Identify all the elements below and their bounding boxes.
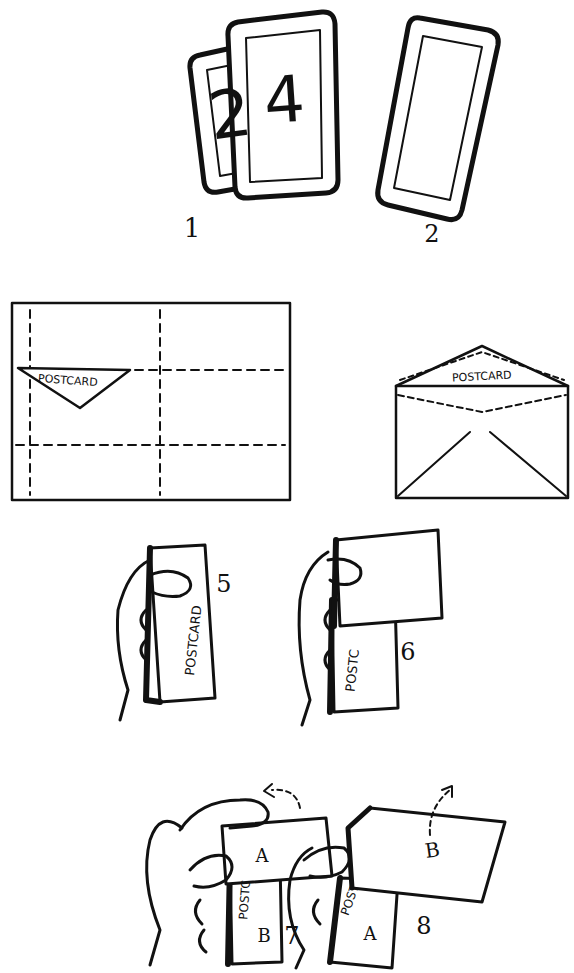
- unfolded-sheet: [12, 303, 290, 500]
- card-numeral: 2: [205, 79, 256, 150]
- figure-number: 6: [400, 640, 415, 664]
- figure-number: 1: [184, 215, 201, 241]
- card-letter: A: [364, 925, 377, 943]
- card-letter: B: [257, 927, 270, 945]
- card-text: POSTC: [238, 880, 253, 920]
- card-text: POSTCARD: [452, 369, 512, 383]
- figure-number: 7: [284, 924, 299, 948]
- card-text: POSTCARD: [38, 372, 98, 387]
- envelope: [396, 346, 568, 498]
- figure-number: 5: [216, 572, 231, 596]
- hand-with-cards: [289, 786, 505, 968]
- card-letter: A: [256, 847, 269, 865]
- figure-number: 8: [416, 914, 431, 938]
- card-numeral: 4: [261, 67, 306, 134]
- hand-with-cards: [147, 784, 332, 965]
- blank-card: [378, 18, 499, 220]
- card-text: POSTC: [343, 648, 360, 692]
- figure-number: 2: [424, 222, 439, 246]
- playing-cards: [190, 12, 338, 198]
- hand-with-card: [117, 545, 215, 720]
- hand-with-cards: [299, 530, 442, 725]
- card-letter: B: [423, 839, 440, 861]
